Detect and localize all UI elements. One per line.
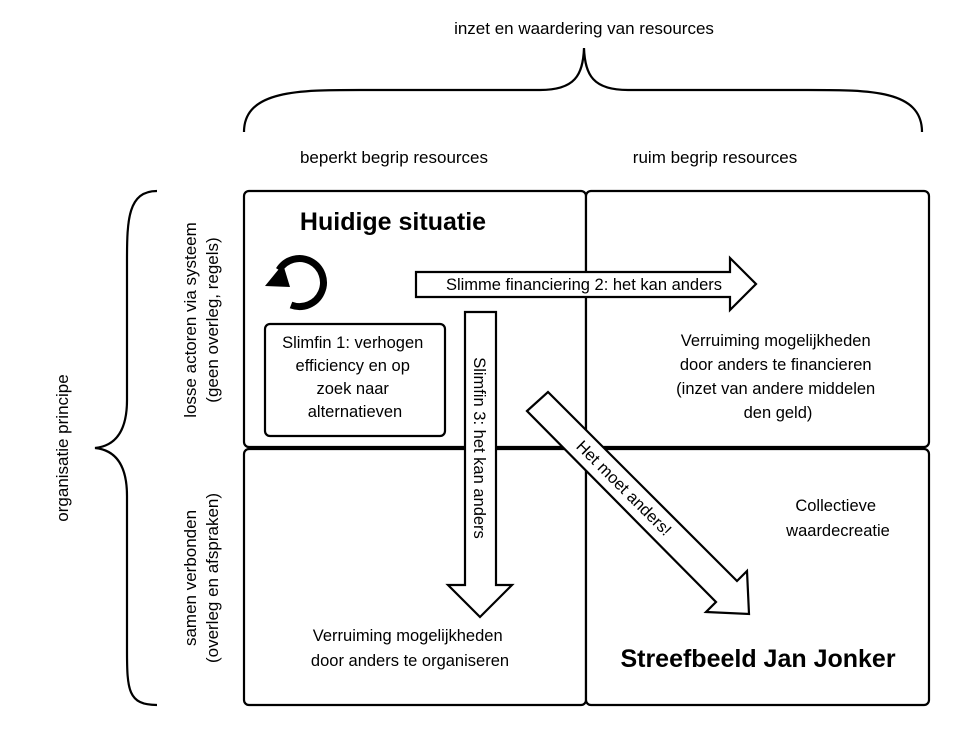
cycle-icon <box>265 255 327 311</box>
left-axis-title: organisatie principe <box>53 374 72 521</box>
slimfin-1-label: Slimfin 1: verhogen efficiency en op zoe… <box>282 334 428 421</box>
top-axis-title: inzet en waardering van resources <box>454 19 714 38</box>
arrow-slimfin-3-label: Slimfin 3: het kan anders <box>470 357 488 539</box>
row-header-bottom-sub: (overleg en afspraken) <box>203 493 222 663</box>
column-header-left: beperkt begrip resources <box>300 148 488 167</box>
top-brace <box>242 47 924 133</box>
left-brace <box>94 189 158 707</box>
cell-bottom-right <box>584 447 931 707</box>
arrow-slimfin-2 <box>414 255 758 313</box>
arrow-het-moet-anders <box>525 390 751 616</box>
current-situation-title: Huidige situatie <box>300 208 486 236</box>
bottom-right-description: Collectieve waardecreatie <box>785 497 890 540</box>
row-header-bottom: samen verbonden <box>181 510 200 646</box>
column-header-right: ruim begrip resources <box>633 148 797 167</box>
arrow-slimfin-2-label: Slimme financiering 2: het kan anders <box>446 276 722 294</box>
bottom-left-description: Verruiming mogelijkheden door anders te … <box>311 627 509 670</box>
top-right-description: Verruiming mogelijkheden door anders te … <box>676 332 880 422</box>
target-vision-title: Streefbeeld Jan Jonker <box>620 645 895 673</box>
row-header-top-sub: (geen overleg, regels) <box>203 237 222 402</box>
slimfin-1-box <box>263 322 447 438</box>
cell-top-right <box>584 189 931 449</box>
arrow-slimfin-3 <box>445 310 515 619</box>
row-header-top: losse actoren via systeem <box>181 222 200 418</box>
